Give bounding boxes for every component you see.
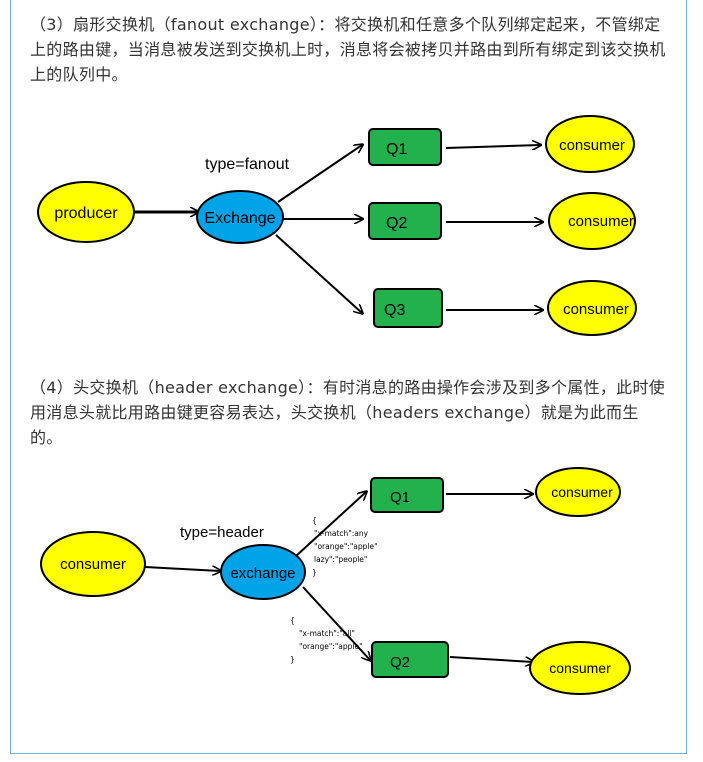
header-diagram: consumer type=header exchange { "x-match… [40,467,631,695]
header-queue-q1: Q1 [370,477,444,513]
binding-q2-line-3: "orange":"apple" [299,642,363,651]
queue-q3-label: Q3 [384,302,405,319]
hq2-to-consumer-arrow [449,656,533,662]
header-consumer-node-1: consumer [535,467,621,517]
queue-q3: Q3 [373,288,443,328]
exchange-to-q3-arrow [275,234,362,313]
exchange-to-q1-arrow [277,145,362,203]
header-exchange-node: exchange [220,544,306,600]
consumer-node-2: consumer [548,192,636,250]
binding-q1-line-4: lazy":"people" [314,555,367,564]
source-consumer-label: consumer [60,556,126,573]
queue-q2: Q2 [368,202,442,240]
header-exchange-label: exchange [230,565,295,582]
source-consumer-node: consumer [40,531,146,597]
header-paragraph: （4）头交换机（header exchange）：有时消息的路由操作会涉及到多个… [30,378,666,447]
binding-q2-line-1: { [290,616,295,625]
binding-q1-line-1: { [312,516,317,525]
queue-q1: Q1 [368,128,442,166]
consumer-node-3: consumer [547,280,637,336]
exchange-to-hq2-arrow [302,586,370,660]
fanout-type-label: type=fanout [205,156,290,173]
header-consumer-2-label: consumer [549,660,611,676]
exchange-node: Exchange [196,190,284,244]
queue-q2-label: Q2 [386,215,407,232]
header-queue-q1-label: Q1 [390,489,410,506]
fanout-paragraph: （3）扇形交换机（fanout exchange）：将交换机和任意多个队列绑定起… [30,15,666,84]
binding-q2-line-2: "x-match":"all" [299,629,355,638]
header-queue-q2-label: Q2 [390,654,410,671]
producer-node: producer [37,181,135,243]
producer-label: producer [54,205,118,222]
binding-q2: { "x-match":"all" "orange":"apple" } [290,616,363,664]
header-consumer-node-2: consumer [529,641,631,695]
q1-to-consumer-arrow [445,145,540,148]
source-to-exchange-arrow [144,567,220,571]
header-queue-q2: Q2 [371,641,449,678]
exchange-label: Exchange [204,210,275,227]
binding-q2-line-4: } [290,655,295,664]
binding-q1: { "x-match":any "orange":"apple" lazy":"… [312,516,378,577]
exchange-to-hq1-arrow [295,492,366,557]
consumer-node-1: consumer [545,115,635,173]
consumer-1-label: consumer [559,137,625,154]
consumer-3-label: consumer [563,301,629,318]
binding-q1-line-3: "orange":"apple" [314,542,378,551]
consumer-2-label: consumer [568,213,634,230]
fanout-diagram: producer type=fanout Exchange Q1 Q2 Q3 c… [37,115,637,336]
binding-q1-line-2: "x-match":any [314,529,369,538]
queue-q1-label: Q1 [386,141,407,158]
header-consumer-1-label: consumer [551,484,613,500]
binding-q1-line-5: } [312,568,317,577]
header-type-label: type=header [180,524,264,541]
